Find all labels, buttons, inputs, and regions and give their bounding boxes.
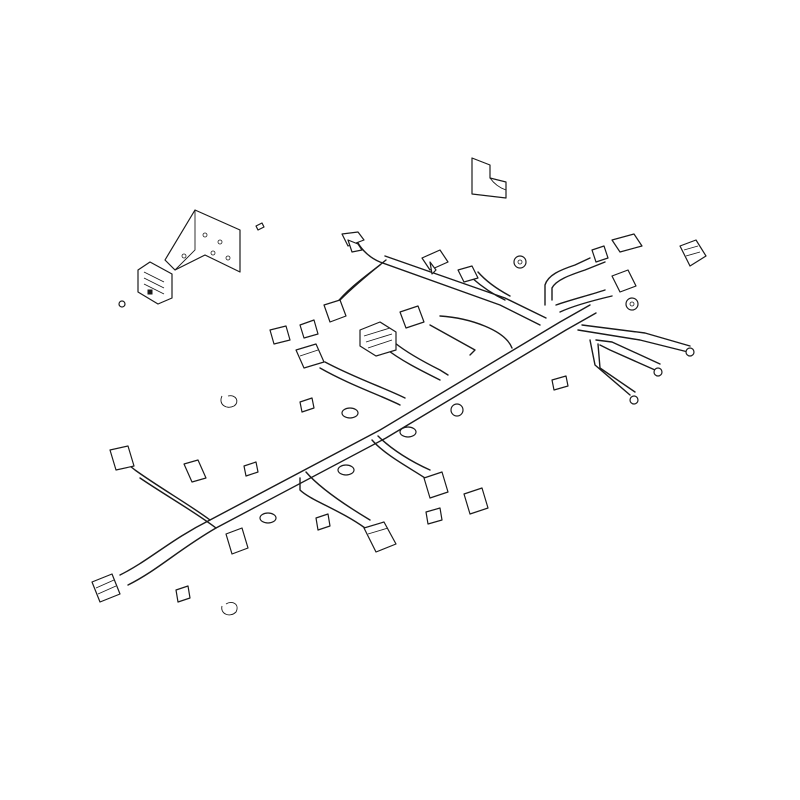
branch-lower-right-wire-b — [305, 471, 371, 521]
connector-top-right-1 — [591, 233, 643, 263]
ring-terminal-2 — [653, 367, 663, 377]
branch-left-wire — [119, 457, 211, 521]
p-clamp-left — [220, 395, 238, 408]
connector-block — [359, 321, 397, 357]
branch-block-wire — [384, 347, 441, 381]
branch-top-center-wire — [471, 277, 506, 301]
clip-right-mid — [551, 375, 569, 391]
branch-ring-2-wire — [599, 344, 656, 371]
cable-tie-bottom — [221, 601, 238, 616]
ring-terminal-1 — [685, 347, 695, 357]
bracket-clip-left — [183, 459, 207, 483]
connector-left-upper-2 — [299, 319, 319, 339]
screw-icon — [255, 222, 265, 231]
connector-top-center-2 — [457, 265, 479, 283]
connector-left-upper-1 — [269, 325, 291, 345]
connector-mid-right-2 — [463, 487, 489, 515]
saddle-clamp-1 — [341, 407, 359, 419]
clip-mid-right — [425, 507, 443, 525]
grommet-mid — [450, 403, 464, 417]
branch-top-right2-wire-b — [559, 295, 613, 313]
branch-top-left-wire — [357, 242, 541, 326]
connector-top-right-2 — [611, 269, 637, 293]
branch-ring-3-wire — [589, 339, 631, 396]
branch-ring-3-wire-b — [597, 343, 636, 393]
bracket-clip-lower — [225, 527, 249, 555]
hose-clamp-top — [513, 255, 527, 269]
screw-icon — [118, 300, 126, 308]
harness-wires — [119, 242, 691, 586]
saddle-clamp-3 — [337, 464, 355, 476]
bracket-small — [471, 157, 507, 199]
connector-far-right — [679, 239, 707, 267]
clip-left-mid — [243, 461, 259, 477]
branch-top-center-wire-b — [477, 271, 511, 297]
connector-lower-right — [363, 521, 397, 553]
branch-top-right-wire-b — [551, 261, 606, 301]
push-clip-1 — [299, 397, 315, 413]
branch-ring-2-wire-b — [595, 339, 661, 365]
bracket-large — [164, 209, 241, 273]
branch-left-mid-wire — [319, 367, 401, 406]
branch-top-left-wire-b — [384, 255, 547, 319]
connector-far-left — [109, 445, 135, 471]
ring-terminal-3 — [629, 395, 639, 405]
main-trunk-wire — [119, 304, 591, 576]
branch-lower-right-wire — [299, 477, 366, 529]
branch-top-right2-wire — [555, 289, 606, 306]
branch-upper-mid-wire-b — [439, 315, 513, 349]
branch-upper-mid-wire — [429, 324, 476, 356]
connector-left-upper-3 — [323, 299, 347, 323]
branch-left-upper-wire-b — [339, 259, 387, 301]
connector-bottom-left — [91, 573, 121, 603]
branch-mid-right-wire-b — [377, 435, 431, 471]
connector-left-mid — [295, 343, 325, 369]
clip-bottom — [175, 585, 191, 603]
connector-mid-right-1 — [423, 471, 449, 499]
branch-mid-right-wire — [371, 439, 426, 479]
main-trunk-wire-inner — [127, 312, 597, 586]
connector-upper-mid — [399, 305, 425, 329]
branch-left-mid-wire-b — [324, 361, 406, 399]
branch-ring-1-wire-b — [581, 324, 691, 347]
saddle-clamp-2 — [399, 426, 417, 438]
branch-left-wire-b — [139, 477, 217, 529]
push-clip-2 — [315, 513, 331, 531]
connector-top-left — [341, 231, 365, 253]
saddle-clamp-4 — [259, 512, 277, 524]
connector-top-center — [421, 249, 449, 275]
ecu-module — [137, 261, 173, 305]
ring-terminal-top-right — [625, 297, 639, 311]
branch-block-wire-b — [394, 342, 449, 376]
branch-top-right-wire — [544, 257, 591, 306]
branch-ring-1-wire — [577, 329, 689, 353]
